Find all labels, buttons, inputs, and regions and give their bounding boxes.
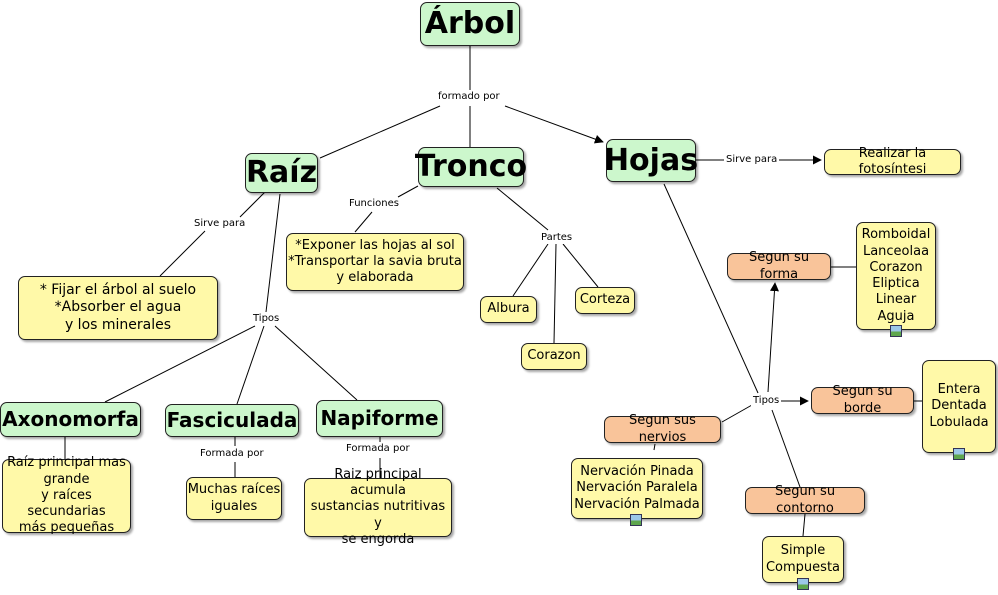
node-segun-contorno[interactable]: Segun su contorno	[745, 484, 865, 516]
node-contornos[interactable]: Simple Compuesta	[762, 536, 844, 583]
image-attachment-icon[interactable]	[890, 325, 902, 337]
node-raiz[interactable]: Raíz	[245, 153, 318, 193]
node-nervios[interactable]: Nervación Pinada Nervación Paralela Nerv…	[571, 458, 703, 519]
node-raiz-funcion[interactable]: * Fijar el árbol al suelo *Absorber el a…	[18, 276, 218, 340]
label-tipos-hojas: Tipos	[751, 395, 782, 407]
label-formado-por: formado por	[436, 91, 502, 103]
node-arbol[interactable]: Árbol	[420, 2, 520, 46]
image-attachment-icon[interactable]	[630, 514, 642, 526]
node-tronco-funcion[interactable]: *Exponer las hojas al sol *Transportar l…	[286, 233, 464, 291]
image-attachment-icon[interactable]	[797, 578, 809, 590]
node-segun-nervios[interactable]: Segun sus nervios	[604, 413, 721, 445]
node-napiforme-desc[interactable]: Raiz principal acumula sustancias nutrit…	[304, 467, 452, 547]
node-segun-borde[interactable]: Segun su borde	[811, 384, 914, 416]
label-formada-por-napiforme: Formada por	[344, 443, 412, 455]
node-fasciculada[interactable]: Fasciculada	[165, 404, 299, 437]
label-sirve-para-hojas: Sirve para	[724, 154, 780, 166]
node-napiforme[interactable]: Napiforme	[316, 400, 443, 437]
label-formada-por-fasciculada: Formada por	[198, 448, 266, 460]
node-segun-forma[interactable]: Segun su forma	[727, 250, 831, 282]
label-funciones: Funciones	[347, 198, 401, 210]
label-sirve-para-raiz: Sirve para	[192, 218, 248, 230]
node-corazon[interactable]: Corazon	[521, 343, 587, 370]
node-hojas[interactable]: Hojas	[604, 139, 698, 182]
image-attachment-icon[interactable]	[953, 448, 965, 460]
label-tipos-raiz: Tipos	[251, 313, 282, 325]
node-albura[interactable]: Albura	[480, 296, 537, 323]
node-fotosintesis[interactable]: Realizar la fotosíntesi	[824, 146, 961, 177]
node-bordes[interactable]: Entera Dentada Lobulada	[922, 360, 996, 453]
node-fasciculada-desc[interactable]: Muchas raíces iguales	[186, 477, 282, 520]
node-formas[interactable]: Romboidal Lanceolaa Corazon Eliptica Lin…	[856, 222, 936, 330]
node-axonomorfa-desc[interactable]: Raíz principal mas grande y raíces secun…	[2, 455, 131, 535]
label-partes: Partes	[539, 232, 575, 244]
node-tronco[interactable]: Tronco	[415, 147, 527, 187]
node-corteza[interactable]: Corteza	[575, 287, 635, 314]
node-axonomorfa[interactable]: Axonomorfa	[0, 402, 141, 437]
